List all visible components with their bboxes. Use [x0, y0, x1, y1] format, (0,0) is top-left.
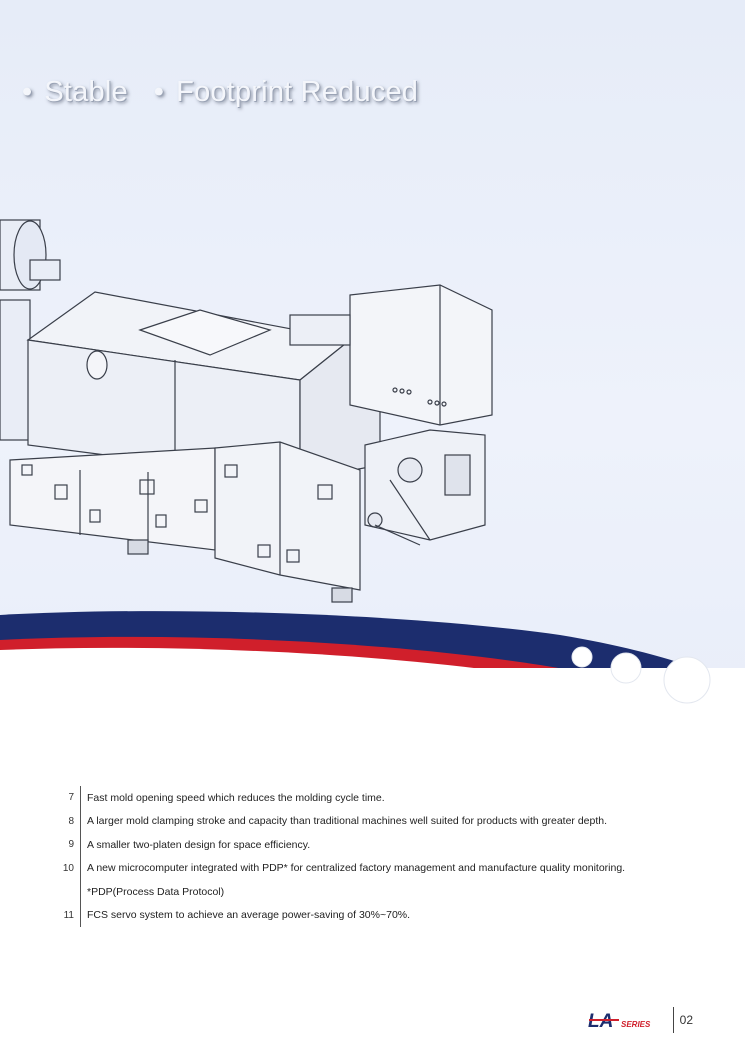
feature-row: 7 Fast mold opening speed which reduces … — [56, 786, 696, 810]
bullet-dot: • — [22, 76, 33, 108]
feature-text: Fast mold opening speed which reduces th… — [87, 791, 385, 804]
logo-sub-text: SERIES — [621, 1020, 651, 1029]
feature-text: A larger mold clamping stroke and capaci… — [87, 815, 608, 828]
decorative-swoosh-band — [0, 611, 745, 800]
headline: • Stable • Footprint Reduced — [22, 76, 444, 116]
feature-number: 10 — [56, 856, 81, 880]
feature-row: 10 A new microcomputer integrated with P… — [56, 856, 696, 880]
feature-text: A new microcomputer integrated with PDP*… — [87, 862, 626, 875]
headline-item-footprint: Footprint Reduced — [176, 76, 419, 108]
feature-list: 7 Fast mold opening speed which reduces … — [56, 786, 696, 927]
feature-footnote-text: *PDP(Process Data Protocol) — [87, 885, 225, 898]
bullet-dot: • — [153, 76, 165, 108]
feature-row-footnote: *PDP(Process Data Protocol) — [56, 880, 696, 904]
page-number: 02 — [679, 1013, 693, 1027]
feature-row: 8 A larger mold clamping stroke and capa… — [56, 809, 696, 833]
feature-text: FCS servo system to achieve an average p… — [87, 909, 411, 922]
feature-number: 9 — [56, 833, 81, 857]
feature-text: A smaller two-platen design for space ef… — [87, 838, 311, 851]
feature-number: 8 — [56, 809, 81, 833]
page-footer: LA SERIES 02 — [588, 1006, 693, 1034]
feature-number — [56, 880, 81, 904]
injection-molding-machine-illustration — [0, 219, 493, 603]
feature-row: 9 A smaller two-platen design for space … — [56, 833, 696, 857]
feature-row: 11 FCS servo system to achieve an averag… — [56, 903, 696, 927]
headline-item-stable: Stable — [44, 76, 128, 108]
feature-number: 7 — [56, 786, 81, 810]
footer-divider — [672, 1007, 674, 1033]
la-series-logo: LA SERIES — [588, 1011, 651, 1031]
feature-number: 11 — [56, 903, 81, 927]
